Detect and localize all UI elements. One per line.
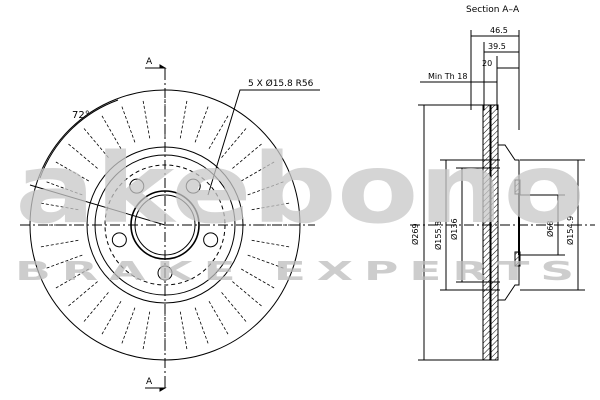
section-view bbox=[410, 30, 595, 361]
vent-slot bbox=[208, 301, 230, 337]
vent-slot bbox=[232, 142, 264, 169]
bolt-hole bbox=[129, 178, 145, 194]
vent-slot bbox=[38, 202, 79, 211]
vent-slot bbox=[179, 311, 188, 352]
vent-slot bbox=[247, 254, 286, 270]
vent-slot bbox=[66, 142, 98, 169]
vent-slot bbox=[82, 126, 109, 158]
bolt-holes bbox=[111, 178, 219, 281]
vent-slot bbox=[194, 104, 210, 143]
vent-slot bbox=[142, 98, 151, 139]
min-thickness-label: Min Th 18 bbox=[428, 72, 467, 81]
vent-slot bbox=[142, 311, 151, 352]
vent-slot bbox=[251, 202, 292, 211]
dia-269-label: Ø269 bbox=[410, 223, 420, 245]
vent-slot bbox=[82, 292, 109, 324]
vent-slots bbox=[37, 97, 293, 353]
vent-slot bbox=[44, 180, 83, 196]
section-marker-top: A bbox=[146, 57, 153, 67]
angle-ray bbox=[29, 184, 166, 226]
vent-slot bbox=[194, 307, 210, 346]
vent-slot bbox=[179, 98, 188, 139]
section-plate-left bbox=[482, 104, 491, 361]
bolt-hole bbox=[111, 232, 127, 248]
vent-slot bbox=[44, 254, 83, 270]
dim-20-label: 20 bbox=[482, 59, 492, 68]
vent-slot bbox=[251, 239, 292, 248]
vent-slot bbox=[208, 113, 230, 149]
vent-slot bbox=[53, 268, 89, 290]
bolt-hole bbox=[157, 265, 173, 281]
vent-slot bbox=[66, 281, 98, 308]
angle-label: 72° bbox=[72, 110, 90, 121]
bolt-hole bbox=[185, 178, 201, 194]
vent-slot bbox=[100, 113, 122, 149]
front-view bbox=[20, 64, 320, 392]
hub-flange bbox=[514, 179, 521, 195]
dia-136-label: Ø136 bbox=[449, 218, 459, 240]
bolt-hole bbox=[203, 232, 219, 248]
vent-slot bbox=[232, 281, 264, 308]
section-marker-bottom: A bbox=[146, 377, 153, 387]
hole-callout-label: 5 X Ø15.8 R56 bbox=[248, 78, 314, 89]
hub-flange-lower bbox=[514, 251, 521, 267]
vent-slot bbox=[241, 160, 277, 182]
vent-slot bbox=[247, 180, 286, 196]
watermark-tagline: BRAKE EXPERTS bbox=[15, 257, 585, 287]
vent-slot bbox=[241, 268, 277, 290]
vent-slot bbox=[53, 160, 89, 182]
angle-arc bbox=[39, 99, 119, 179]
watermark-brand: akebono bbox=[15, 133, 585, 245]
section-title: Section A–A bbox=[466, 5, 520, 15]
watermark: akebono BRAKE EXPERTS bbox=[15, 133, 585, 287]
vent-slot bbox=[100, 301, 122, 337]
dia-155-8-label: Ø155.8 bbox=[433, 221, 443, 250]
section-plate-right bbox=[490, 104, 499, 361]
dim-39-5-label: 39.5 bbox=[488, 42, 506, 51]
vent-slot bbox=[120, 307, 136, 346]
section-arrow-top bbox=[145, 67, 166, 78]
vent-slot bbox=[221, 292, 248, 324]
vent-slot bbox=[221, 126, 248, 158]
vent-slot bbox=[38, 239, 79, 248]
dia-68-label: Ø68 bbox=[545, 221, 555, 237]
vent-slot bbox=[120, 104, 136, 143]
dia-154-9-label: Ø154.9 bbox=[565, 216, 575, 245]
hole-callout-leader bbox=[207, 89, 320, 196]
dim-46-5-label: 46.5 bbox=[490, 26, 508, 35]
